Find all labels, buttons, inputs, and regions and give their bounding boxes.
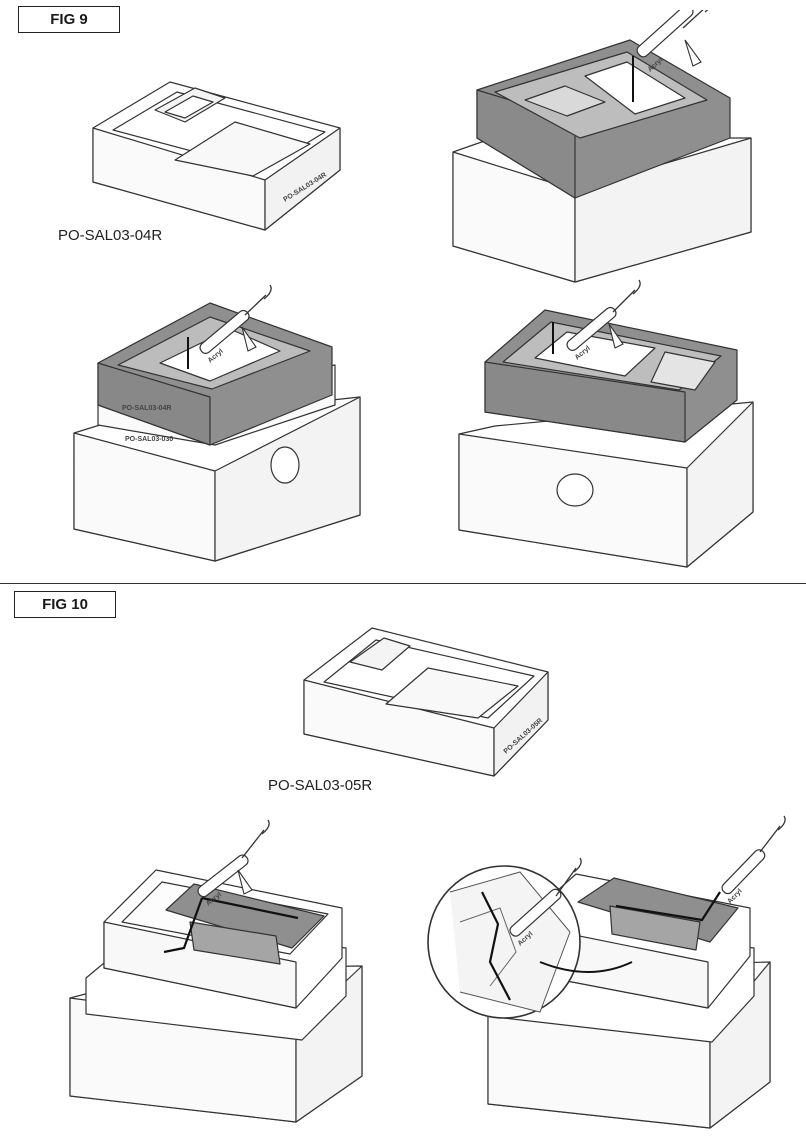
fig9-box-stamp-low: PO-SAL03-030 [125, 436, 173, 443]
fig9-insert-part: PO-SAL03-04R [85, 70, 355, 235]
fig9-part-caption: PO-SAL03-04R [58, 227, 163, 244]
fig9-label: FIG 9 [18, 6, 120, 33]
fig10-label: FIG 10 [14, 591, 116, 618]
fig10-assembly-right: Acryl Acryl [420, 812, 800, 1132]
fig9-box-stamp-mid: PO-SAL03-04R [122, 405, 171, 412]
fig10-label-text: FIG 10 [42, 596, 88, 613]
fig10-part-caption: PO-SAL03-05R [268, 777, 373, 794]
fig10-assembly-left: Acryl [66, 818, 376, 1128]
fig9-assembly-bottom-right: Acryl [455, 272, 765, 572]
fig9-label-text: FIG 9 [50, 11, 88, 28]
caulk-gun-icon: Acryl [566, 279, 641, 362]
fig9-assembly-top-right: Acryl [445, 10, 765, 290]
caulk-gun-icon: Acryl [721, 815, 786, 905]
fig10-insert-part: PO-SAL03-05R [298, 620, 558, 780]
section-divider [0, 583, 806, 584]
fig9-assembly-bottom-left: PO-SAL03-04R PO-SAL03-030 Acryl [70, 285, 370, 565]
